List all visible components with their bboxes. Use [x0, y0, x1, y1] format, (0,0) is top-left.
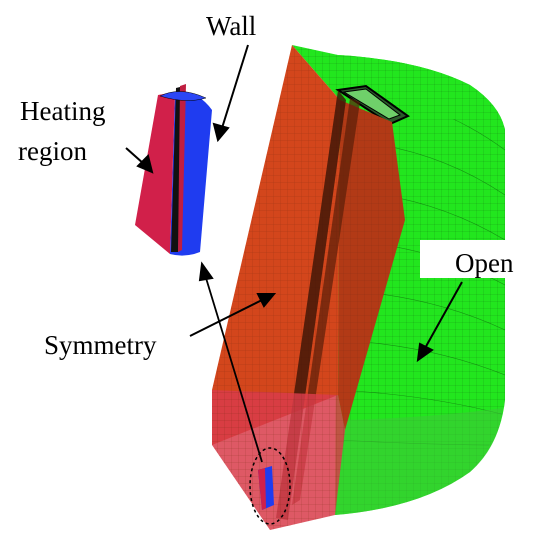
- symmetry-plane: [212, 45, 405, 530]
- highlight-ellipse: [249, 447, 291, 525]
- heating-element-closeup: [249, 447, 291, 525]
- open-label: Open: [455, 248, 514, 278]
- heating-label-line2: region: [18, 136, 87, 166]
- open-label-backdrop: [420, 240, 530, 278]
- arrows: [125, 44, 463, 463]
- symmetry-label: Symmetry: [44, 330, 157, 360]
- top-cap: [292, 45, 505, 130]
- wall-label: Wall: [206, 11, 256, 41]
- inset-heating-model: [135, 84, 212, 256]
- heating-label-line1: Heating: [20, 96, 105, 126]
